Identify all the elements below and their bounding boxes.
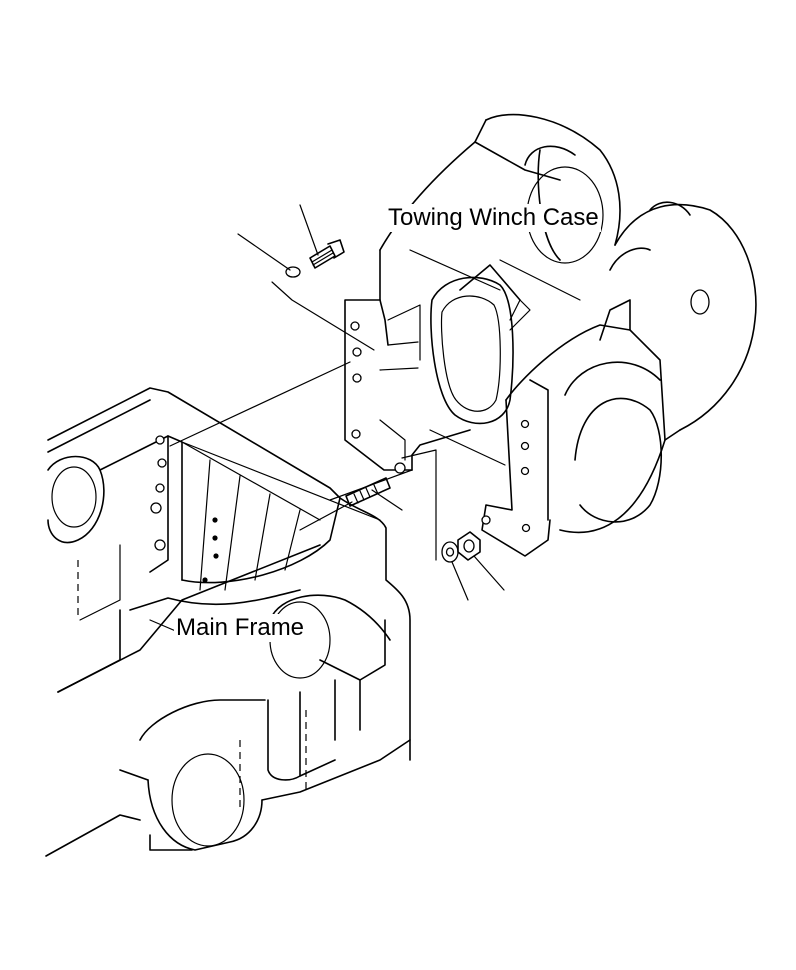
stud-bolt <box>345 477 403 511</box>
upper-washer <box>237 233 301 278</box>
towing-winch-case <box>344 113 757 557</box>
upper-bolt <box>299 204 345 269</box>
towing-winch-case-label: Towing Winch Case <box>386 204 601 232</box>
main-frame <box>45 387 411 857</box>
lower-nut <box>457 531 505 591</box>
main-frame-label: Main Frame <box>174 614 307 642</box>
assembly-lines <box>149 281 437 633</box>
lower-washer <box>441 541 469 601</box>
